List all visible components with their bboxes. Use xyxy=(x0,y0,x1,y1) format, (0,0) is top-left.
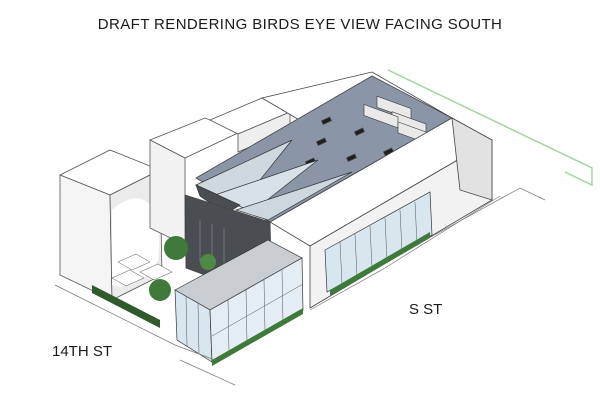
storefront-glazing xyxy=(324,191,433,293)
sawtooth-skylights xyxy=(195,139,353,221)
tree xyxy=(200,254,216,270)
property-line xyxy=(387,69,593,187)
patio-tables xyxy=(111,253,173,287)
tree xyxy=(164,236,188,260)
east-end-wall xyxy=(451,117,493,201)
planter-strip xyxy=(330,232,430,296)
tree xyxy=(149,279,171,301)
planter-strip xyxy=(212,308,303,366)
street-label-14th: 14TH ST xyxy=(52,343,113,360)
rooftop-units xyxy=(363,95,433,146)
patio-planting xyxy=(92,232,430,366)
neighbor-building-left xyxy=(59,149,163,301)
planter-strip xyxy=(92,285,160,328)
main-building xyxy=(174,71,493,363)
street-label-s: S ST xyxy=(409,301,443,318)
rendering-title: DRAFT RENDERING BIRDS EYE VIEW FACING SO… xyxy=(97,16,503,33)
curb-lines xyxy=(54,187,546,386)
